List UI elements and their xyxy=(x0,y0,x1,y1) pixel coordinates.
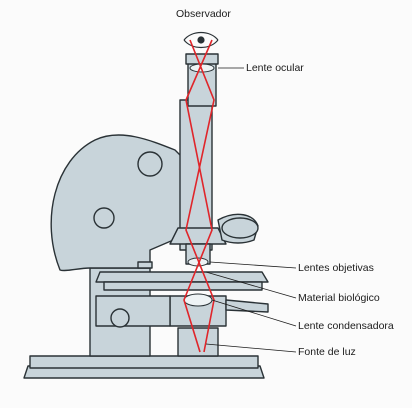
lower-bracket xyxy=(96,296,170,326)
lamp-housing xyxy=(178,328,218,356)
label-ocular-lens: Lente ocular xyxy=(246,62,304,74)
fine-focus-knob xyxy=(111,309,129,327)
label-condenser-lens: Lente condensadora xyxy=(298,320,394,332)
nosepiece xyxy=(170,228,226,244)
observer-eye-icon xyxy=(184,33,218,48)
label-observer: Observador xyxy=(176,8,231,20)
coarse-focus-knob xyxy=(94,208,114,228)
label-light-source: Fonte de luz xyxy=(298,346,356,358)
stage xyxy=(96,272,268,282)
microscope-arm xyxy=(51,135,185,271)
stage-clip xyxy=(138,262,152,268)
label-objective-lenses: Lentes objetivas xyxy=(298,262,374,274)
condenser-lens-shape xyxy=(184,294,212,306)
label-biological-material: Material biológico xyxy=(298,292,380,304)
microscope-base-plate xyxy=(30,356,258,368)
